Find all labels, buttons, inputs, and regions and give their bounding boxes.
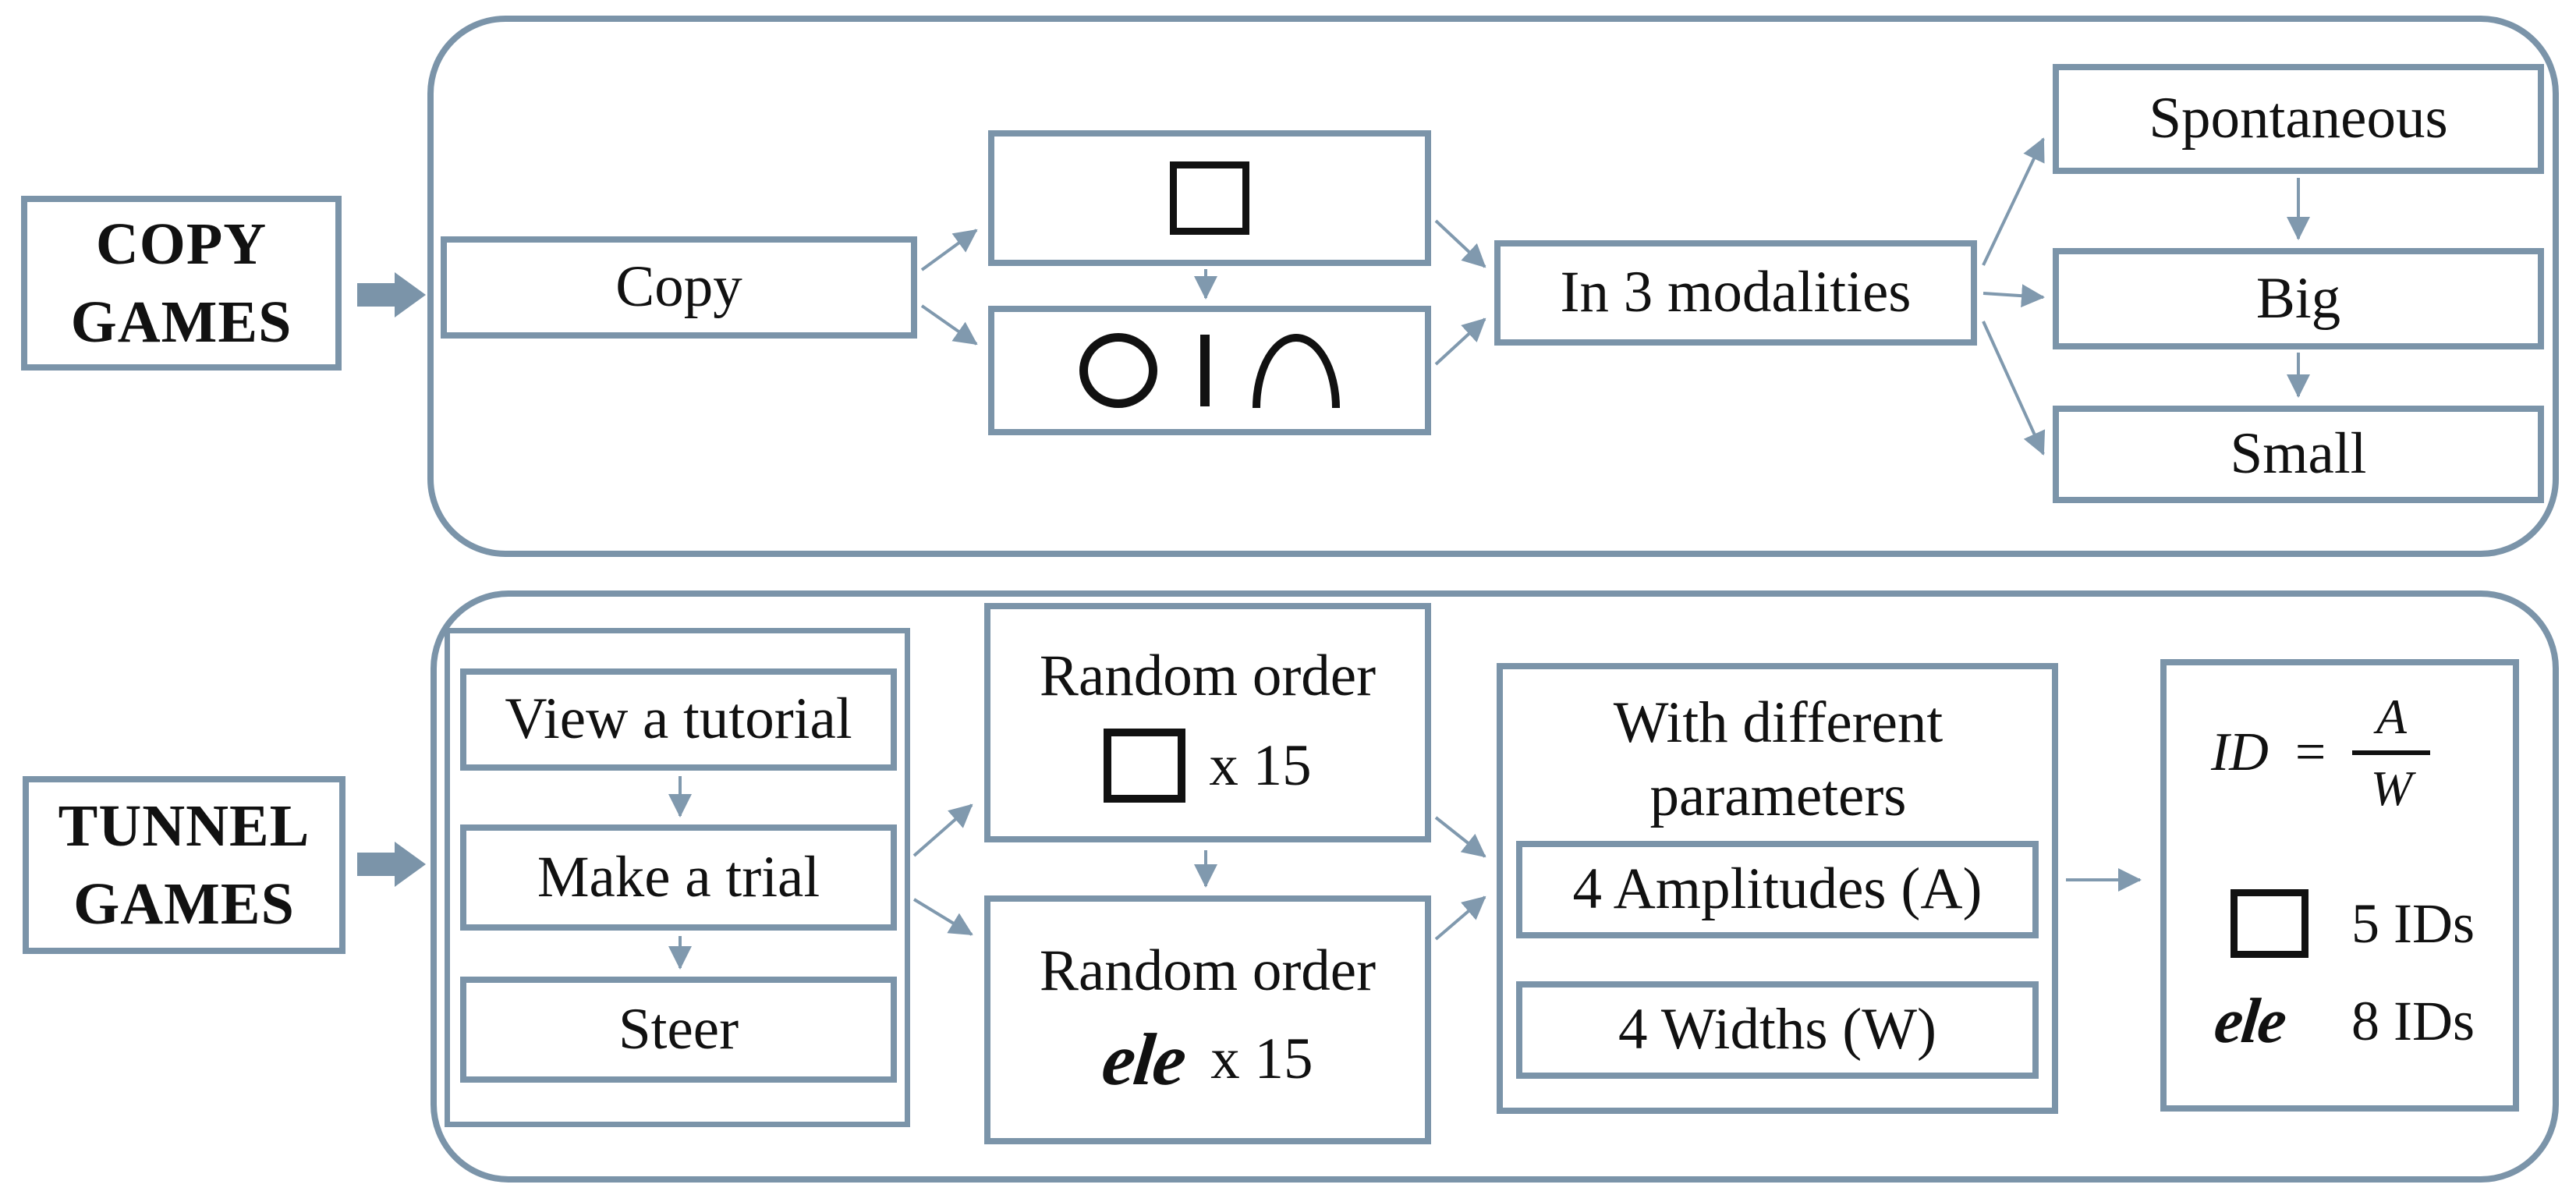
arch-icon — [1253, 333, 1340, 408]
ele-script-glyph: ele — [2211, 985, 2289, 1056]
id-formula-denominator: W — [2370, 761, 2413, 816]
square-prompt-box — [988, 130, 1431, 266]
circle-outline-icon — [1079, 333, 1157, 408]
step-view-tutorial-box: View a tutorial — [460, 668, 897, 771]
square-ids-label: 5 IDs — [2351, 892, 2475, 955]
shapes-prompt-box — [988, 306, 1431, 435]
modalities-box: In 3 modalities — [1494, 240, 1977, 346]
tunnel-flow-container — [431, 590, 2559, 1183]
random-order-square-box: Random order x 15 — [984, 603, 1431, 842]
tunnel-games-title: TUNNEL GAMES — [58, 787, 310, 944]
ele-times-row: ele x 15 — [1098, 1016, 1313, 1102]
step-steer-box: Steer — [460, 977, 897, 1083]
block-arrow-icon — [357, 272, 426, 317]
modality-spontaneous-label: Spontaneous — [2149, 86, 2448, 151]
fraction-bar — [2352, 750, 2431, 755]
parameters-title: With different parameters — [1613, 690, 1944, 828]
copy-games-source-box: COPY GAMES — [21, 196, 342, 371]
id-formula: ID = A W — [2211, 686, 2431, 819]
random-order-ele-box: Random order ele x 15 — [984, 895, 1431, 1144]
id-formula-fraction: A W — [2352, 688, 2431, 817]
square-outline-icon — [1170, 161, 1249, 235]
copy-games-title: COPY GAMES — [71, 205, 292, 362]
id-formula-equals: = — [2294, 722, 2326, 782]
id-legend: 5 IDs ele 8 IDs — [2211, 889, 2475, 1058]
id-formula-lhs: ID — [2211, 722, 2269, 782]
tunnel-games-source-box: TUNNEL GAMES — [23, 776, 345, 954]
step-make-trial-box: Make a trial — [460, 824, 897, 931]
ele-script-glyph: ele — [1097, 1017, 1189, 1101]
tunnel-games-title-line2: GAMES — [73, 871, 295, 937]
copy-step-box: Copy — [441, 236, 917, 339]
modalities-label: In 3 modalities — [1560, 260, 1912, 325]
copy-games-title-line2: GAMES — [70, 289, 292, 355]
copy-games-title-line1: COPY — [95, 211, 268, 277]
square-times-label: x 15 — [1209, 732, 1312, 798]
widths-box: 4 Widths (W) — [1516, 981, 2039, 1079]
step-make-trial-label: Make a trial — [537, 844, 820, 910]
copy-flow-container — [427, 16, 2559, 557]
modality-spontaneous-box: Spontaneous — [2053, 64, 2544, 174]
tunnel-games-title-line1: TUNNEL — [58, 793, 310, 859]
ele-ids-label: 8 IDs — [2351, 989, 2475, 1052]
modality-small-label: Small — [2230, 421, 2367, 487]
square-outline-icon — [2231, 889, 2308, 958]
amplitudes-label: 4 Amplitudes (A) — [1572, 856, 1982, 922]
random-order-square-label: Random order — [1039, 643, 1377, 708]
step-steer-label: Steer — [618, 996, 739, 1062]
random-order-ele-label: Random order — [1039, 938, 1377, 1004]
modality-big-label: Big — [2255, 265, 2341, 331]
square-outline-icon — [1104, 729, 1186, 803]
vertical-line-icon — [1200, 335, 1210, 406]
ele-times-label: x 15 — [1210, 1026, 1313, 1091]
widths-label: 4 Widths (W) — [1618, 997, 1937, 1062]
step-view-tutorial-label: View a tutorial — [505, 686, 852, 752]
square-times-row: x 15 — [1104, 729, 1312, 803]
amplitudes-box: 4 Amplitudes (A) — [1516, 841, 2039, 938]
copy-step-label: Copy — [615, 254, 742, 320]
modality-big-box: Big — [2053, 248, 2544, 349]
index-of-difficulty-box — [2160, 659, 2519, 1112]
modality-small-box: Small — [2053, 406, 2544, 503]
id-formula-numerator: A — [2376, 689, 2407, 744]
block-arrow-icon — [357, 842, 426, 887]
